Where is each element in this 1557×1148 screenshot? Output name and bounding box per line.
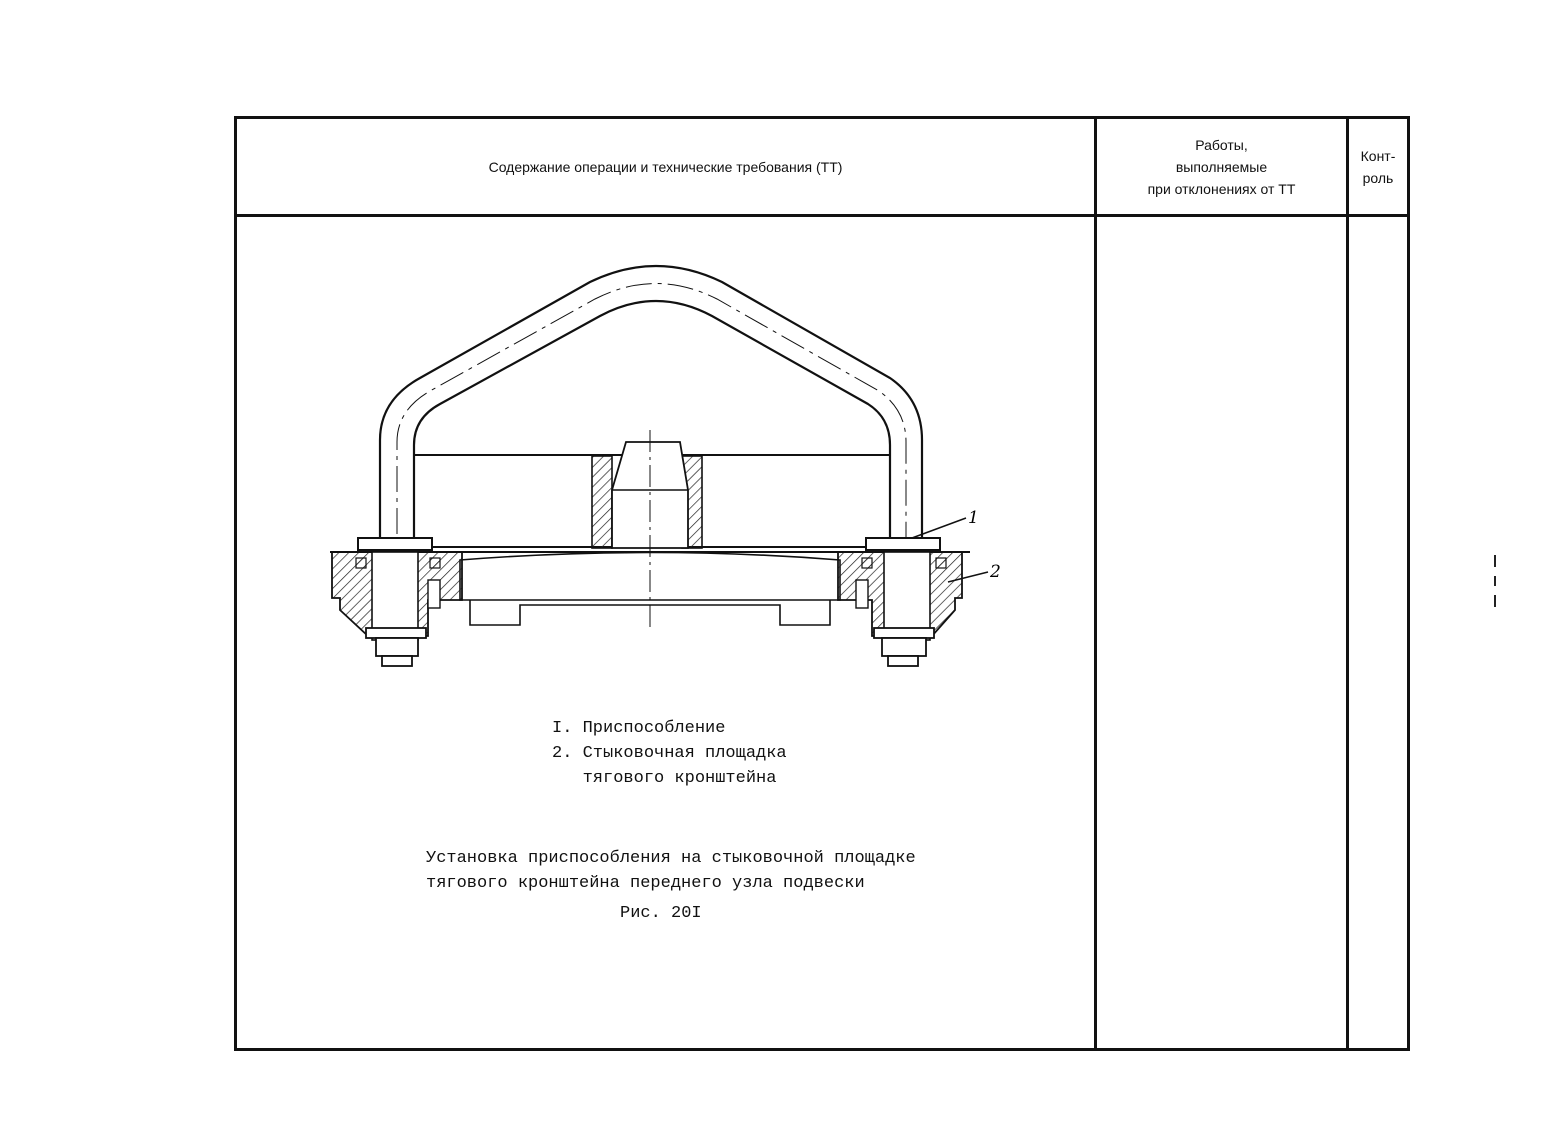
legend-item-2-continued: тягового кронштейна bbox=[552, 769, 777, 788]
drawing-legend: I. Приспособление 2. Стыковочная площадк… bbox=[552, 716, 787, 791]
callout-1: 1 bbox=[968, 508, 979, 528]
fixture-bar-outer bbox=[378, 264, 924, 545]
legend-item-2: 2. Стыковочная площадка bbox=[552, 744, 787, 763]
fixture-bar-inner bbox=[412, 299, 892, 545]
form-table: Содержание операции и технические требов… bbox=[234, 116, 1410, 1051]
figure-caption: Установка приспособления на стыковочной … bbox=[426, 846, 916, 896]
callout-2: 2 bbox=[989, 562, 1001, 582]
bushing-wall-left bbox=[591, 455, 613, 549]
legend-item-1: I. Приспособление bbox=[552, 719, 726, 738]
header-col2-line3: при отклонениях от ТТ bbox=[1147, 180, 1296, 197]
header-col1-label: Содержание операции и технические требов… bbox=[488, 158, 843, 175]
header-divider bbox=[237, 214, 1407, 217]
header-col2-line2: выполняемые bbox=[1175, 158, 1268, 175]
header-col2-line1: Работы, bbox=[1195, 136, 1248, 153]
header-col3-line2: роль bbox=[1362, 169, 1394, 186]
header-control: Конт- роль bbox=[1349, 119, 1407, 214]
column-divider-2 bbox=[1346, 119, 1349, 1048]
figure-number: Рис. 20I bbox=[620, 904, 702, 923]
margin-marks bbox=[1494, 555, 1497, 616]
header-deviation-works: Работы, выполняемые при отклонениях от Т… bbox=[1097, 119, 1346, 214]
fixture-bar-centerline bbox=[396, 283, 907, 660]
column-divider-1 bbox=[1094, 119, 1097, 1048]
caption-line-1: Установка приспособления на стыковочной … bbox=[426, 849, 916, 868]
caption-line-2: тягового кронштейна переднего узла подве… bbox=[426, 874, 865, 893]
header-col3-line1: Конт- bbox=[1360, 147, 1396, 164]
header-operation-content: Содержание операции и технические требов… bbox=[237, 119, 1094, 214]
